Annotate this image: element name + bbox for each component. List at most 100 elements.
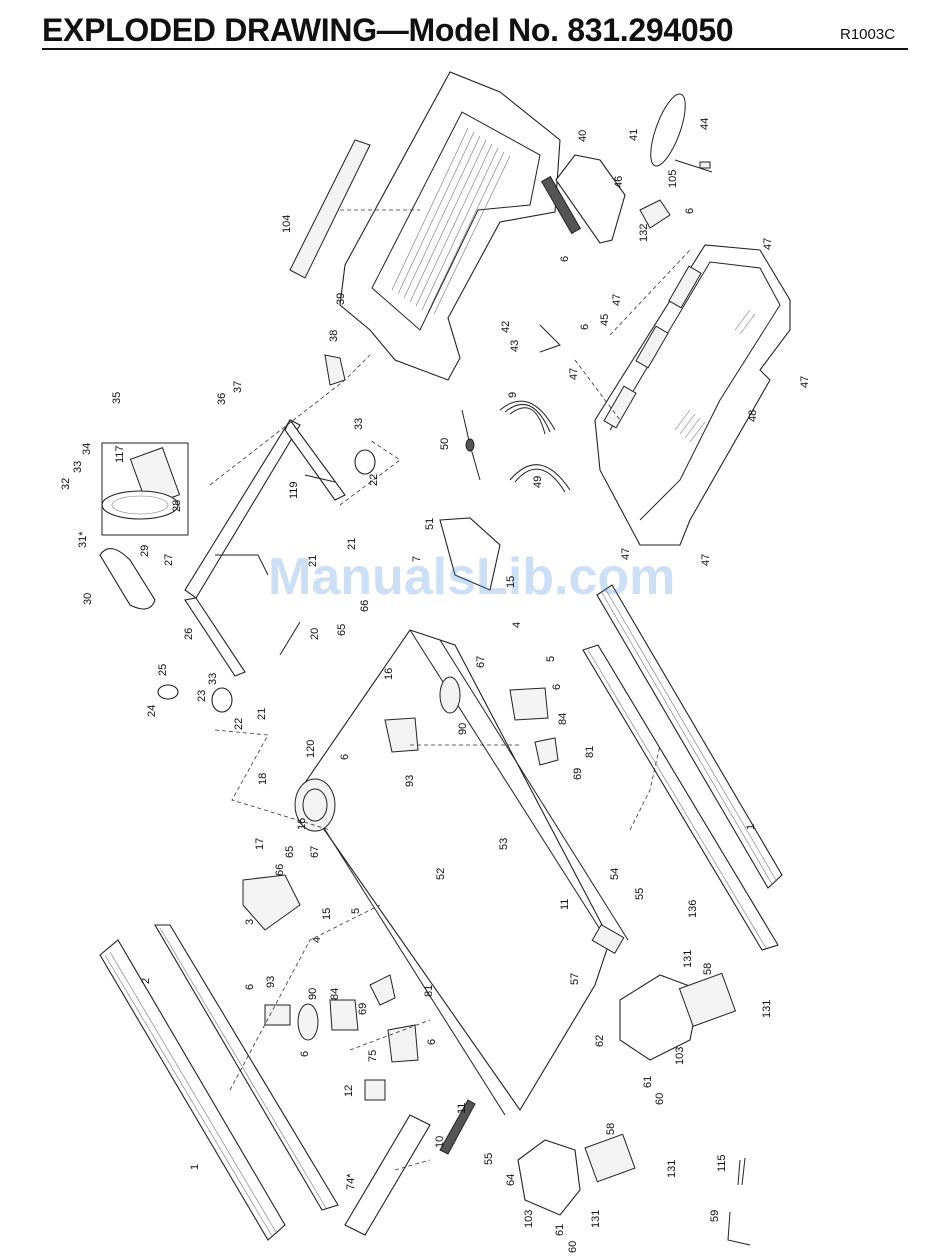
callout: 7 (411, 556, 423, 562)
callout: 10 (434, 1136, 446, 1148)
callout: 43 (509, 340, 521, 352)
callout: 9 (507, 392, 519, 398)
callout: 47 (700, 554, 712, 566)
callout: 90 (457, 723, 469, 735)
callout: 131 (590, 1210, 602, 1228)
callout: 41 (628, 129, 640, 141)
callout: 6 (244, 984, 256, 990)
power-cord (650, 93, 713, 173)
callout: 35 (111, 392, 123, 404)
callout: 59 (709, 1210, 721, 1222)
motor-hood (339, 71, 561, 381)
callout: 47 (568, 368, 580, 380)
callout: 1 (745, 824, 757, 830)
callout: 49 (532, 476, 544, 488)
callout: 5 (350, 908, 362, 914)
callout: 65 (284, 846, 296, 858)
callout: 6 (339, 754, 351, 760)
callout: 15 (321, 908, 333, 920)
title-rule (42, 48, 908, 50)
callout: 33 (353, 418, 365, 430)
axle-20 (279, 621, 301, 656)
drive-motor (101, 447, 181, 520)
callout: 36 (216, 393, 228, 405)
callout: 6 (299, 1051, 311, 1057)
motor-belt (99, 548, 156, 610)
callout: 27 (163, 554, 175, 566)
callout: 25 (157, 664, 169, 676)
callout: 6 (579, 324, 591, 330)
callout: 21 (346, 538, 358, 550)
callout: 32 (60, 478, 72, 490)
callout: 39 (335, 293, 347, 305)
callout: 131 (666, 1160, 678, 1178)
callout: 52 (435, 868, 447, 880)
assembly-leaders (209, 209, 691, 1171)
callout: 69 (572, 768, 584, 780)
callout: 24 (146, 705, 158, 717)
callout: 42 (500, 321, 512, 333)
callout: 6 (559, 256, 571, 262)
callout: 67 (309, 846, 321, 858)
callout: 4 (511, 622, 523, 628)
upright-base (594, 244, 791, 546)
callout: 31* (77, 531, 89, 548)
callout: 23 (196, 690, 208, 702)
callout: 47 (762, 238, 774, 250)
callout: 75 (367, 1050, 379, 1062)
upper-frame (184, 418, 346, 677)
callout: 69 (357, 1003, 369, 1015)
callout: 84 (557, 713, 569, 725)
callout: 26 (183, 628, 195, 640)
callout: 93 (404, 775, 416, 787)
front-roller (294, 778, 336, 832)
callout: 61 (554, 1224, 566, 1236)
callout: 1 (189, 1164, 201, 1170)
callout: 17 (254, 838, 266, 850)
callout: 105 (667, 170, 679, 188)
callout: 45 (599, 314, 611, 326)
callout: 11 (456, 1103, 468, 1114)
callout: 6 (426, 1039, 438, 1045)
callout: 18 (257, 773, 269, 785)
callout: 103 (523, 1210, 535, 1228)
wire-harnesses (461, 324, 571, 493)
rear-end-caps (517, 972, 737, 1216)
callout: 5 (545, 656, 557, 662)
callout: 65 (336, 624, 348, 636)
callout: 38 (328, 330, 340, 342)
callout: 47 (620, 548, 632, 560)
callout: 11 (559, 899, 571, 910)
callout: 16 (296, 818, 308, 830)
callout: 53 (498, 838, 510, 850)
callout: 62 (594, 1035, 606, 1047)
hood-decal (289, 139, 371, 279)
left-side-rails (99, 924, 339, 1241)
callout: 51 (424, 518, 436, 530)
misc-parts (157, 354, 751, 1246)
callout: 37 (232, 381, 244, 393)
callout: 55 (483, 1153, 495, 1165)
watermark: ManualsLib.com (268, 548, 675, 606)
callout: 136 (687, 900, 699, 918)
callout: 131 (761, 1000, 773, 1018)
callout: 81 (423, 985, 435, 997)
callout: 66 (359, 600, 371, 612)
callout: 131 (682, 950, 694, 968)
callout: 115 (716, 1154, 728, 1172)
callout: 30 (82, 593, 94, 605)
callout: 21 (256, 708, 268, 720)
callout: 46 (613, 176, 625, 188)
callout: 47 (799, 376, 811, 388)
callout: 22 (368, 474, 380, 486)
callout: 60 (654, 1093, 666, 1105)
motor-controller (540, 154, 671, 244)
callout: 50 (439, 438, 451, 450)
callout: 117 (114, 445, 126, 463)
callout: 15 (505, 576, 517, 588)
callout: 40 (577, 130, 589, 142)
callout: 22 (233, 718, 245, 730)
part-callouts: 1 1 2 3 4 4 5 5 6 6 6 6 6 6 6 6 7 9 10 1… (60, 118, 811, 1253)
callout: 20 (309, 628, 321, 640)
